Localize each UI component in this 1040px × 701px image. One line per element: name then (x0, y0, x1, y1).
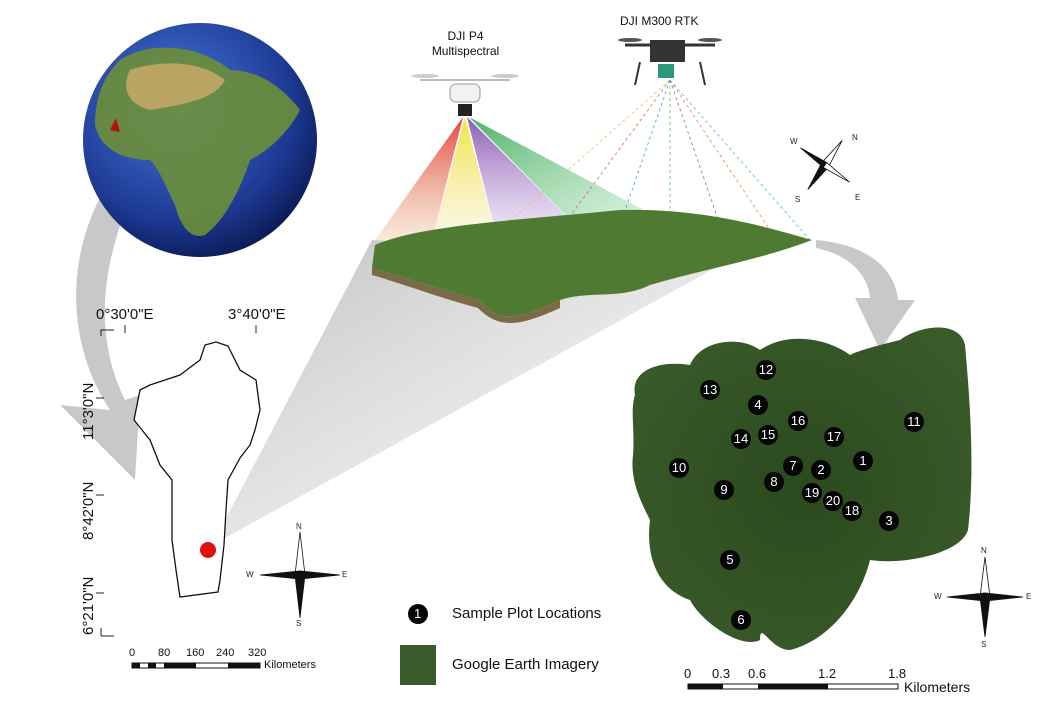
m300-drone-icon (618, 38, 722, 86)
plot-marker: 13 (700, 380, 720, 400)
scale-bar-benin (131, 662, 261, 669)
scale-tick: 1.2 (818, 666, 837, 681)
lat-label-3: 6°21'0"N (80, 576, 97, 635)
scale-tick: 160 (186, 647, 205, 659)
scale-tick: 0.3 (712, 666, 731, 681)
scale-tick: 1.8 (888, 666, 907, 681)
plot-marker: 2 (811, 460, 831, 480)
lat-label-2: 8°42'0"N (80, 481, 97, 540)
study-area-imagery (632, 327, 972, 650)
p4-drone-icon (411, 74, 519, 116)
compass2-e: E (1026, 592, 1032, 601)
plot-marker: 20 (823, 491, 843, 511)
compass2-n: N (981, 546, 987, 555)
compass2-s: S (981, 640, 987, 649)
compass3-e: E (855, 193, 861, 202)
uav-orthomosaic (372, 209, 812, 317)
plot-marker: 5 (720, 550, 740, 570)
scale-tick: 240 (216, 647, 235, 659)
zoom-cone (212, 240, 730, 545)
plot-marker: 1 (853, 451, 873, 471)
p4-label-line2: Multispectral (431, 44, 500, 58)
compass-w: W (246, 570, 254, 579)
scale-tick: 0 (684, 666, 692, 681)
compass3-s: S (795, 195, 801, 204)
scale-tick: 0.6 (748, 666, 767, 681)
plot-marker: 12 (756, 360, 776, 380)
lidar-lines (499, 79, 811, 241)
north-arrow-3d (800, 140, 850, 190)
study-site-marker (200, 542, 216, 558)
p4-label-line1: DJI P4 (447, 29, 484, 43)
plot-marker: 3 (879, 511, 899, 531)
compass-rose-study (946, 556, 1024, 638)
compass3-w: W (790, 137, 798, 146)
uav-to-map-arrow (816, 240, 915, 350)
lat-label-1: 11°3'0"N (80, 382, 97, 440)
scale-tick: 320 (248, 647, 267, 659)
compass-e: E (342, 570, 348, 579)
plot-marker: 8 (764, 472, 784, 492)
plot-marker: 19 (802, 483, 822, 503)
plot-marker: 16 (788, 411, 808, 431)
legend-plot-label: Sample Plot Locations (452, 605, 602, 622)
plot-marker: 18 (842, 501, 862, 521)
legend-marker-symbol: 1 (414, 606, 422, 621)
scale-unit: Kilometers (264, 659, 316, 671)
lon-label-2: 3°40'0"E (228, 306, 286, 323)
plot-marker: 6 (731, 610, 751, 630)
scale-tick: 80 (158, 647, 171, 659)
compass2-w: W (934, 592, 942, 601)
plot-marker: 9 (714, 480, 734, 500)
plot-marker: 11 (904, 412, 924, 432)
legend-imagery-swatch (400, 645, 436, 685)
plot-marker: 7 (783, 456, 803, 476)
compass3-n: N (852, 133, 858, 142)
globe-to-benin-arrow (60, 180, 140, 480)
legend-imagery-label: Google Earth Imagery (452, 656, 599, 673)
lon-label-1: 0°30'0"E (96, 306, 154, 323)
scale-bar-study (687, 683, 899, 690)
compass-s: S (296, 619, 302, 628)
benin-outline (133, 341, 261, 598)
plot-marker: 17 (824, 427, 844, 447)
compass-n: N (296, 522, 302, 531)
compass-rose-benin (259, 531, 341, 619)
legend-plot-marker (408, 604, 428, 624)
plot-marker: 4 (748, 395, 768, 415)
scale-tick: 0 (129, 647, 136, 659)
scale-unit: Kilometers (904, 679, 971, 695)
plot-marker: 10 (669, 458, 689, 478)
m300-label: DJI M300 RTK (620, 14, 699, 28)
plot-marker: 14 (731, 429, 751, 449)
plot-marker: 15 (758, 425, 778, 445)
